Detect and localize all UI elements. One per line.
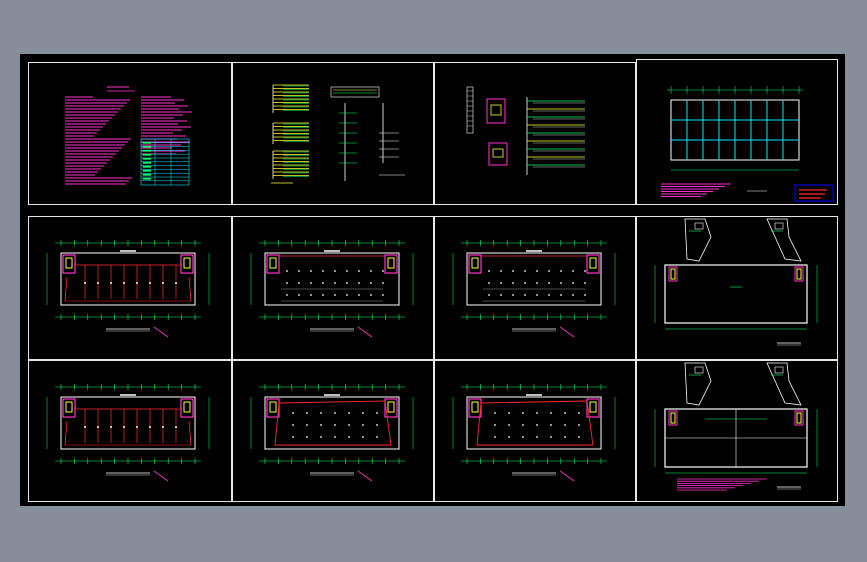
sheet-floor-plan-5[interactable] (232, 360, 434, 502)
sheet-floor-plan-1[interactable] (28, 216, 232, 360)
sheet-floor-plan-4[interactable] (28, 360, 232, 502)
sheet-floor-plan-3[interactable] (434, 216, 636, 360)
system-diagram-drawing (271, 84, 405, 184)
roof-plan-1-drawing (654, 218, 818, 346)
cad-drawing-canvas[interactable] (20, 54, 845, 506)
sheet-roof-grid[interactable] (636, 59, 838, 205)
sheet-roof-plan-2[interactable] (636, 360, 838, 502)
floor-plan-1-drawing (46, 240, 210, 338)
floor-plan-5-drawing (250, 384, 414, 482)
sheet-system-diagram[interactable] (232, 62, 434, 205)
sheet-design-notes[interactable] (28, 62, 232, 205)
roof-grid-drawing (661, 86, 834, 202)
sheet-roof-plan-1[interactable] (636, 216, 838, 360)
floor-plan-2-drawing (250, 240, 414, 338)
design-notes-drawing (65, 86, 192, 186)
roof-plan-2-drawing (654, 362, 818, 491)
floor-plan-4-drawing (46, 384, 210, 482)
floor-plan-6-drawing (452, 384, 616, 482)
sheet-floor-plan-2[interactable] (232, 216, 434, 360)
system-diagram-2-drawing (466, 86, 585, 175)
sheet-system-diagram-2[interactable] (434, 62, 636, 205)
floor-plan-3-drawing (452, 240, 616, 338)
sheet-floor-plan-6[interactable] (434, 360, 636, 502)
